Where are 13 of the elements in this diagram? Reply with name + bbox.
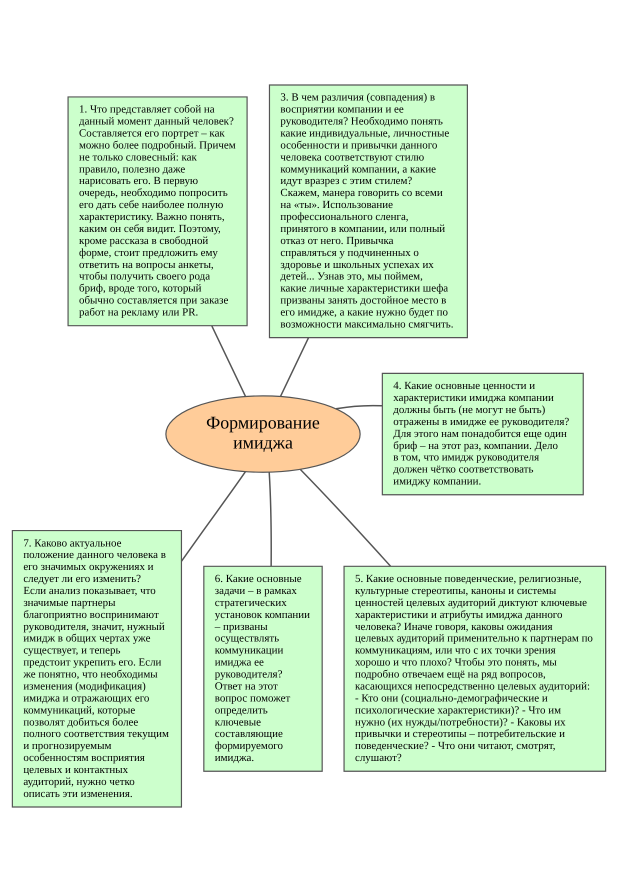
connector <box>300 468 392 566</box>
connector <box>268 472 272 566</box>
node-box: 7. Каково актуальное положение данного человека в его значимых окружениях и следует ли его изменить? Если анализ показывает, что значимые партнеры благоприятно воспринимают руководителя, значит, нужный имидж в общих чертах уже существует, и теперь предстоит укрепить его. Если же понятно, что необходимы изменения (модификация) имиджа и отражающих его коммуникаций, которые позволят добиться более полного соответствия текущим и прогнозируемым особенностям восприятия целевых и контактных аудиторий, нужно четко описать эти изменения. <box>12 529 182 808</box>
node-box: 5. Какие основные поведенческие, религиозные, культурные стереотипы, каноны и системы ценностей целевых аудиторий диктуют ключевые характеристики и атрибуты имиджа данного человека? Иначе говоря, каковы ожидания целевых аудиторий применительно к партнерам по коммуникациям, или что с их точки зрения хорошо и что плохо? Чтобы это понять, мы подробно отвечаем ещё на ряд вопросов, касающихся непосредственно целевых аудиторий: - Кто они (социально-демографические и психологические характеристики)? - Что им нужно (их нужды/потребности)? - Каковы их привычки и стереотипы – потребительские и поведенческие? - Что они читают, смотрят, слушают? <box>343 565 606 772</box>
connector <box>180 470 246 562</box>
node-box: 3. В чем различия (совпадения) в восприятии компании и ее руководителя? Необходимо понять какие индивидуальные, личностные особенности и привычки данного человека соответствуют стилю коммуникаций компании, а какие идут вразрез с этим стилем? Скажем, манера говорить со всеми на «ты». Использование профессионального сленга, принятого в компании, или полный отказ от него. Привычка справляться у подчиненных о здоровье и школьных успехах их детей... Узнав это, мы поймем, какие личные характеристики шефа призваны занять достойное место в его имидже, а какие нужно будет по возможности максимально смягчить. <box>268 84 468 338</box>
node-box: 1. Что представляет собой на данный момент данный человек? Составляется его портрет – как можно более подробный. Причем не только словесный: как правило, полезно даже нарисовать его. В первую очередь, необходимо попросить его дать себе наиболее полную характеристику. Важно понять, каким он себя видит. Поэтому, кроме рассказа в свободной форме, стоит предложить ему ответить на вопросы анкеты, чтобы получить своего рода бриф, вроде того, который обычно составляется при заказе работ на рекламу или PR. <box>67 96 248 326</box>
connector <box>211 325 246 396</box>
node-box: 4. Какие основные ценности и характеристики имиджа компании должны быть (не могут не быть) отражены в имидже ее руководителя? Для этого нам понадобится еще один бриф – на этот раз, компании. Дело в том, что имидж руководителя должен чётко соответствовать имиджу компании. <box>382 372 584 495</box>
node-ellipse: Формирование имиджа <box>165 394 361 472</box>
node-box: 6. Какие основные задачи – в рамках стратегических установок компании – призваны осуществлять коммуникации имиджа ее руководителя? Ответ на этот вопрос поможет определить ключевые составляющие формируемого имиджа. <box>203 565 323 772</box>
connector <box>336 404 382 410</box>
connector <box>280 337 310 396</box>
